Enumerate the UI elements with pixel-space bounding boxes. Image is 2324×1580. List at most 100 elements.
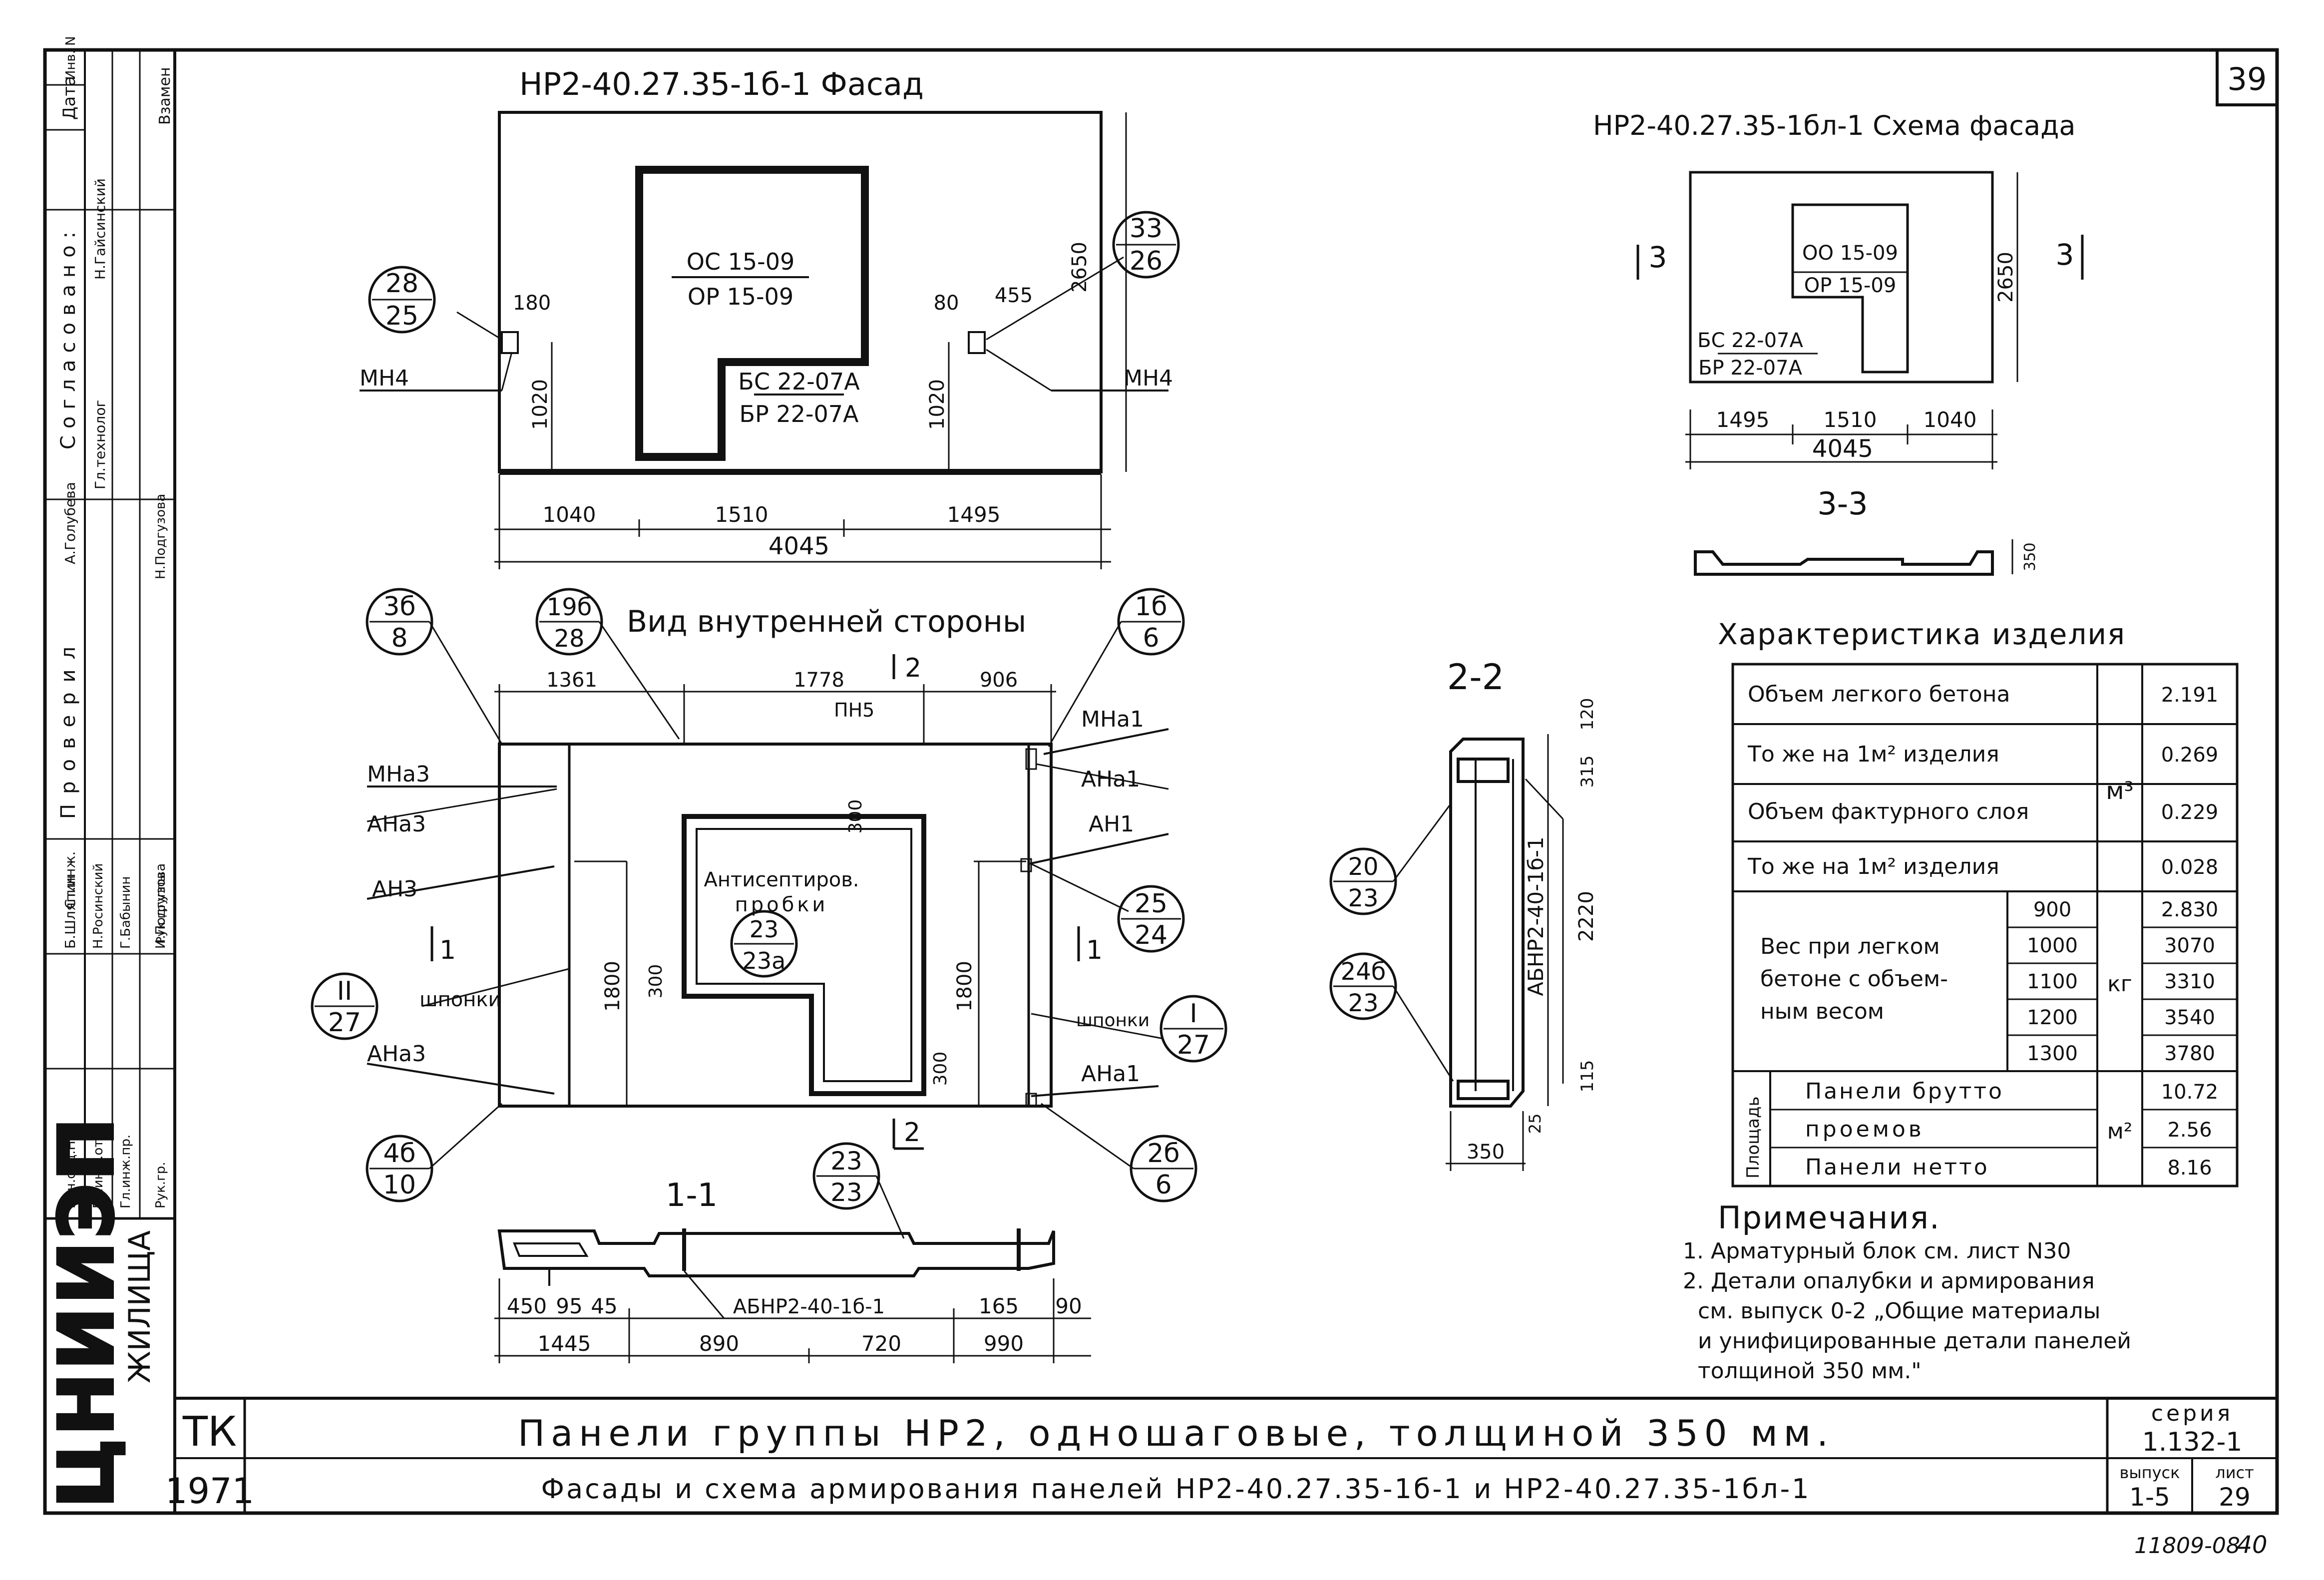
section-11-title: 1-1: [666, 1177, 718, 1214]
strip-soglasovano: Согласовано:: [57, 225, 80, 449]
inner-callout-3-top: 1б: [1135, 592, 1167, 622]
scheme-mark-2: ОР 15-09: [1804, 274, 1897, 297]
char-area-1-value: 10.72: [2161, 1081, 2219, 1104]
inner-section-mark-top: 2: [905, 653, 921, 683]
strip-role-6: Рук.группы: [154, 872, 168, 944]
char-area-1-label: Панели брутто: [1805, 1079, 2004, 1104]
section-22-profile: [1449, 738, 1525, 1108]
inner-callout-8-top: II: [337, 976, 353, 1006]
scheme-mark-1: ОО 15-09: [1802, 242, 1898, 265]
inner-label-an3: АН3: [372, 876, 417, 902]
inner-dim-h-right: 1800: [953, 961, 976, 1012]
char-weight-3: 3310: [2164, 970, 2215, 993]
char-row-1-label: Объем легкого бетона: [1748, 682, 2010, 707]
inner-label-ana1-top: АНа1: [1081, 767, 1140, 792]
section-22-dim-1: 120: [1577, 698, 1597, 731]
facade-callout-right: [1112, 211, 1180, 279]
inner-dim-h-left: 1800: [601, 961, 624, 1012]
inner-section-mark-bottom: 2: [904, 1118, 920, 1148]
section-11-callout: [812, 1142, 880, 1210]
scheme-panel-outline: [1689, 171, 1994, 384]
strip-soglasovano-person-2: Гл.технолог: [92, 400, 108, 489]
scheme-dim-seg2: 1510: [1824, 407, 1877, 432]
section-22-callout-1: [1329, 847, 1397, 915]
characteristics-table: Характеристика изделия: [1718, 617, 2239, 1187]
inner-title: Вид внутренней стороны: [627, 604, 1026, 639]
section-11-view: [494, 1142, 1091, 1363]
inner-callout-5-top: I: [1189, 999, 1197, 1029]
section-22-label: АБНР2-40-1б-1: [1524, 836, 1548, 996]
facade-anchor-right: [968, 331, 986, 354]
char-density-2: 1000: [2027, 934, 2078, 957]
strip-role-3: Гл.инж.пр.: [118, 1135, 133, 1208]
facade-anchor-left: [501, 331, 519, 354]
inner-section-mark-right: 1: [1086, 935, 1103, 965]
inner-callout-2b-6: [1130, 1135, 1197, 1202]
section-11-dim-bottom-3: 720: [861, 1331, 901, 1356]
char-area-2-label: проемов: [1805, 1117, 1925, 1142]
inner-label-ana1-bottom: АНа1: [1081, 1061, 1140, 1087]
inner-callout-4-top: 25: [1135, 889, 1167, 919]
inner-callout-1-top: 3б: [383, 592, 415, 622]
section-22-dim-5: 25: [1526, 1114, 1545, 1134]
char-area-unit: м²: [2107, 1119, 2133, 1144]
strip-role-5: Ст.инж.: [62, 851, 78, 909]
char-weight-label-3: ным весом: [1760, 999, 1884, 1024]
facade-dim-right-gap: 455: [995, 284, 1033, 307]
char-row-3-value: 0.229: [2161, 801, 2219, 824]
scheme-dim-seg1: 1495: [1716, 407, 1770, 432]
section-11-dim-bottom-4: 990: [984, 1331, 1024, 1356]
section-11-dim-top-1: 450: [507, 1294, 547, 1318]
inner-callout-9-bottom: 23а: [743, 947, 786, 974]
sheet-number: 39: [2228, 61, 2267, 97]
facade-callout-left: [368, 266, 436, 334]
facade-opening: [635, 166, 869, 461]
facade-callout-right-bottom: 26: [1130, 246, 1162, 276]
section-11-dim-top-4: 165: [979, 1294, 1019, 1318]
scheme-opening: [1791, 203, 1909, 374]
scheme-section-title: 3-3: [1817, 485, 1868, 522]
section-11-dim-bottom-1: 1445: [538, 1331, 591, 1356]
scheme-dim-total: 4045: [1812, 435, 1873, 463]
section-22-dim-4: 115: [1577, 1060, 1597, 1093]
section-11-profile: [497, 1229, 1055, 1277]
notes-line-2: 2. Детали опалубки и армирования: [1683, 1268, 2095, 1294]
strip-role-2: Гл.инж.отд.: [91, 1127, 106, 1208]
strip-proveriia-person-2: Н.Подгузова: [153, 494, 168, 579]
facade-dim-seg1: 1040: [543, 502, 596, 527]
inner-callout-2-bottom: 28: [554, 625, 584, 653]
char-unit-m3: м³: [2106, 777, 2133, 805]
inner-callout-1b-6: [1117, 588, 1185, 656]
section-22-dim-3: 2220: [1575, 891, 1598, 942]
inner-callout-2-top: 19б: [547, 593, 592, 621]
inner-callout-1-bottom: 8: [391, 623, 407, 653]
strip-name-4: И.Подгузова: [153, 863, 168, 949]
char-weight-1: 2.830: [2161, 898, 2219, 921]
approval-strip: [45, 50, 175, 1220]
inner-callout-7-top: 4б: [383, 1139, 415, 1169]
char-row-3-label: Объем фактурного слоя: [1748, 799, 2029, 824]
strip-header-inv: Инв. N: [63, 36, 78, 80]
org-word: ЖИЛИЩА: [122, 1230, 157, 1383]
section-11-dim-top-2: 95: [556, 1294, 582, 1318]
inner-label-antisept-1: Антисептиров.: [704, 868, 859, 891]
facade-callout-right-top: 33: [1130, 214, 1162, 244]
list-value: 29: [2219, 1483, 2251, 1512]
facade-mn-left: МН4: [360, 366, 409, 391]
scheme-view: НР2-40.27.35-1бл-1 Схема фасада: [1593, 110, 2084, 576]
title-line-2: Фасады и схема армирования панелей НР2-4…: [541, 1473, 1811, 1505]
title-line-1: Панели группы НР2, одношаговые, толщиной…: [518, 1412, 1834, 1454]
section-11-dim-bottom-2: 890: [699, 1331, 739, 1356]
scheme-dim-height: 2650: [1994, 252, 2017, 303]
inner-callout-6-bottom: 6: [1155, 1170, 1171, 1200]
inner-callout-3b-8: [366, 588, 433, 656]
scheme-section-mark-right: 3: [2056, 238, 2074, 272]
characteristics-title: Характеристика изделия: [1718, 617, 2126, 651]
org-logo: ЦНИИЭП ЖИЛИЩА: [42, 1114, 157, 1510]
notes-line-5: толщиной 350 мм.": [1698, 1358, 1922, 1384]
facade-window-mark-1: ОС 15-09: [687, 248, 795, 275]
scheme-section-mark-left: 3: [1649, 240, 1667, 274]
char-area-3-label: Панели нетто: [1805, 1155, 1989, 1180]
inner-callout-I-27: [1160, 995, 1227, 1063]
org-mark: ЦНИИЭП: [43, 1115, 130, 1508]
